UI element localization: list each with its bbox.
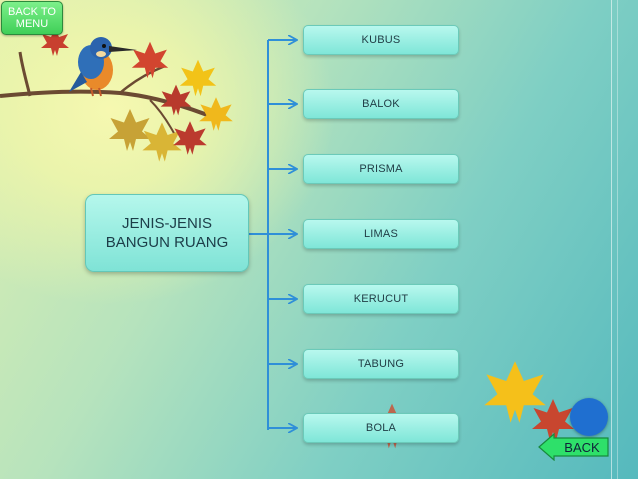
maple-leaf-icon — [179, 59, 217, 97]
item-prisma[interactable]: PRISMA — [303, 154, 459, 184]
maple-leaf-icon — [484, 361, 546, 423]
item-balok[interactable]: BALOK — [303, 89, 459, 119]
item-bola[interactable]: BOLA — [303, 413, 459, 443]
maple-leaf-icon — [160, 84, 192, 116]
item-tabung[interactable]: TABUNG — [303, 349, 459, 379]
back-button-label: BACK — [564, 439, 600, 455]
root-node-jenis-bangun-ruang: JENIS-JENIS BANGUN RUANG — [85, 194, 249, 272]
frame-line — [617, 0, 618, 479]
back-button[interactable]: BACK — [538, 433, 610, 461]
back-to-menu-button[interactable]: BACK TO MENU — [1, 1, 63, 35]
item-kerucut[interactable]: KERUCUT — [303, 284, 459, 314]
frame-line — [611, 0, 612, 479]
maple-leaf-icon — [173, 121, 207, 155]
circle-button[interactable] — [570, 398, 608, 436]
maple-leaf-icon — [199, 97, 233, 131]
maple-leaf-icon — [532, 399, 574, 441]
maple-leaf-icon — [41, 28, 69, 56]
item-limas[interactable]: LIMAS — [303, 219, 459, 249]
maple-leaf-icon — [109, 109, 151, 151]
kingfisher-bird-icon — [69, 37, 137, 97]
back-arrow-icon — [538, 433, 609, 461]
maple-leaf-icon — [131, 41, 169, 79]
item-kubus[interactable]: KUBUS — [303, 25, 459, 55]
maple-leaf-icon — [142, 122, 182, 162]
